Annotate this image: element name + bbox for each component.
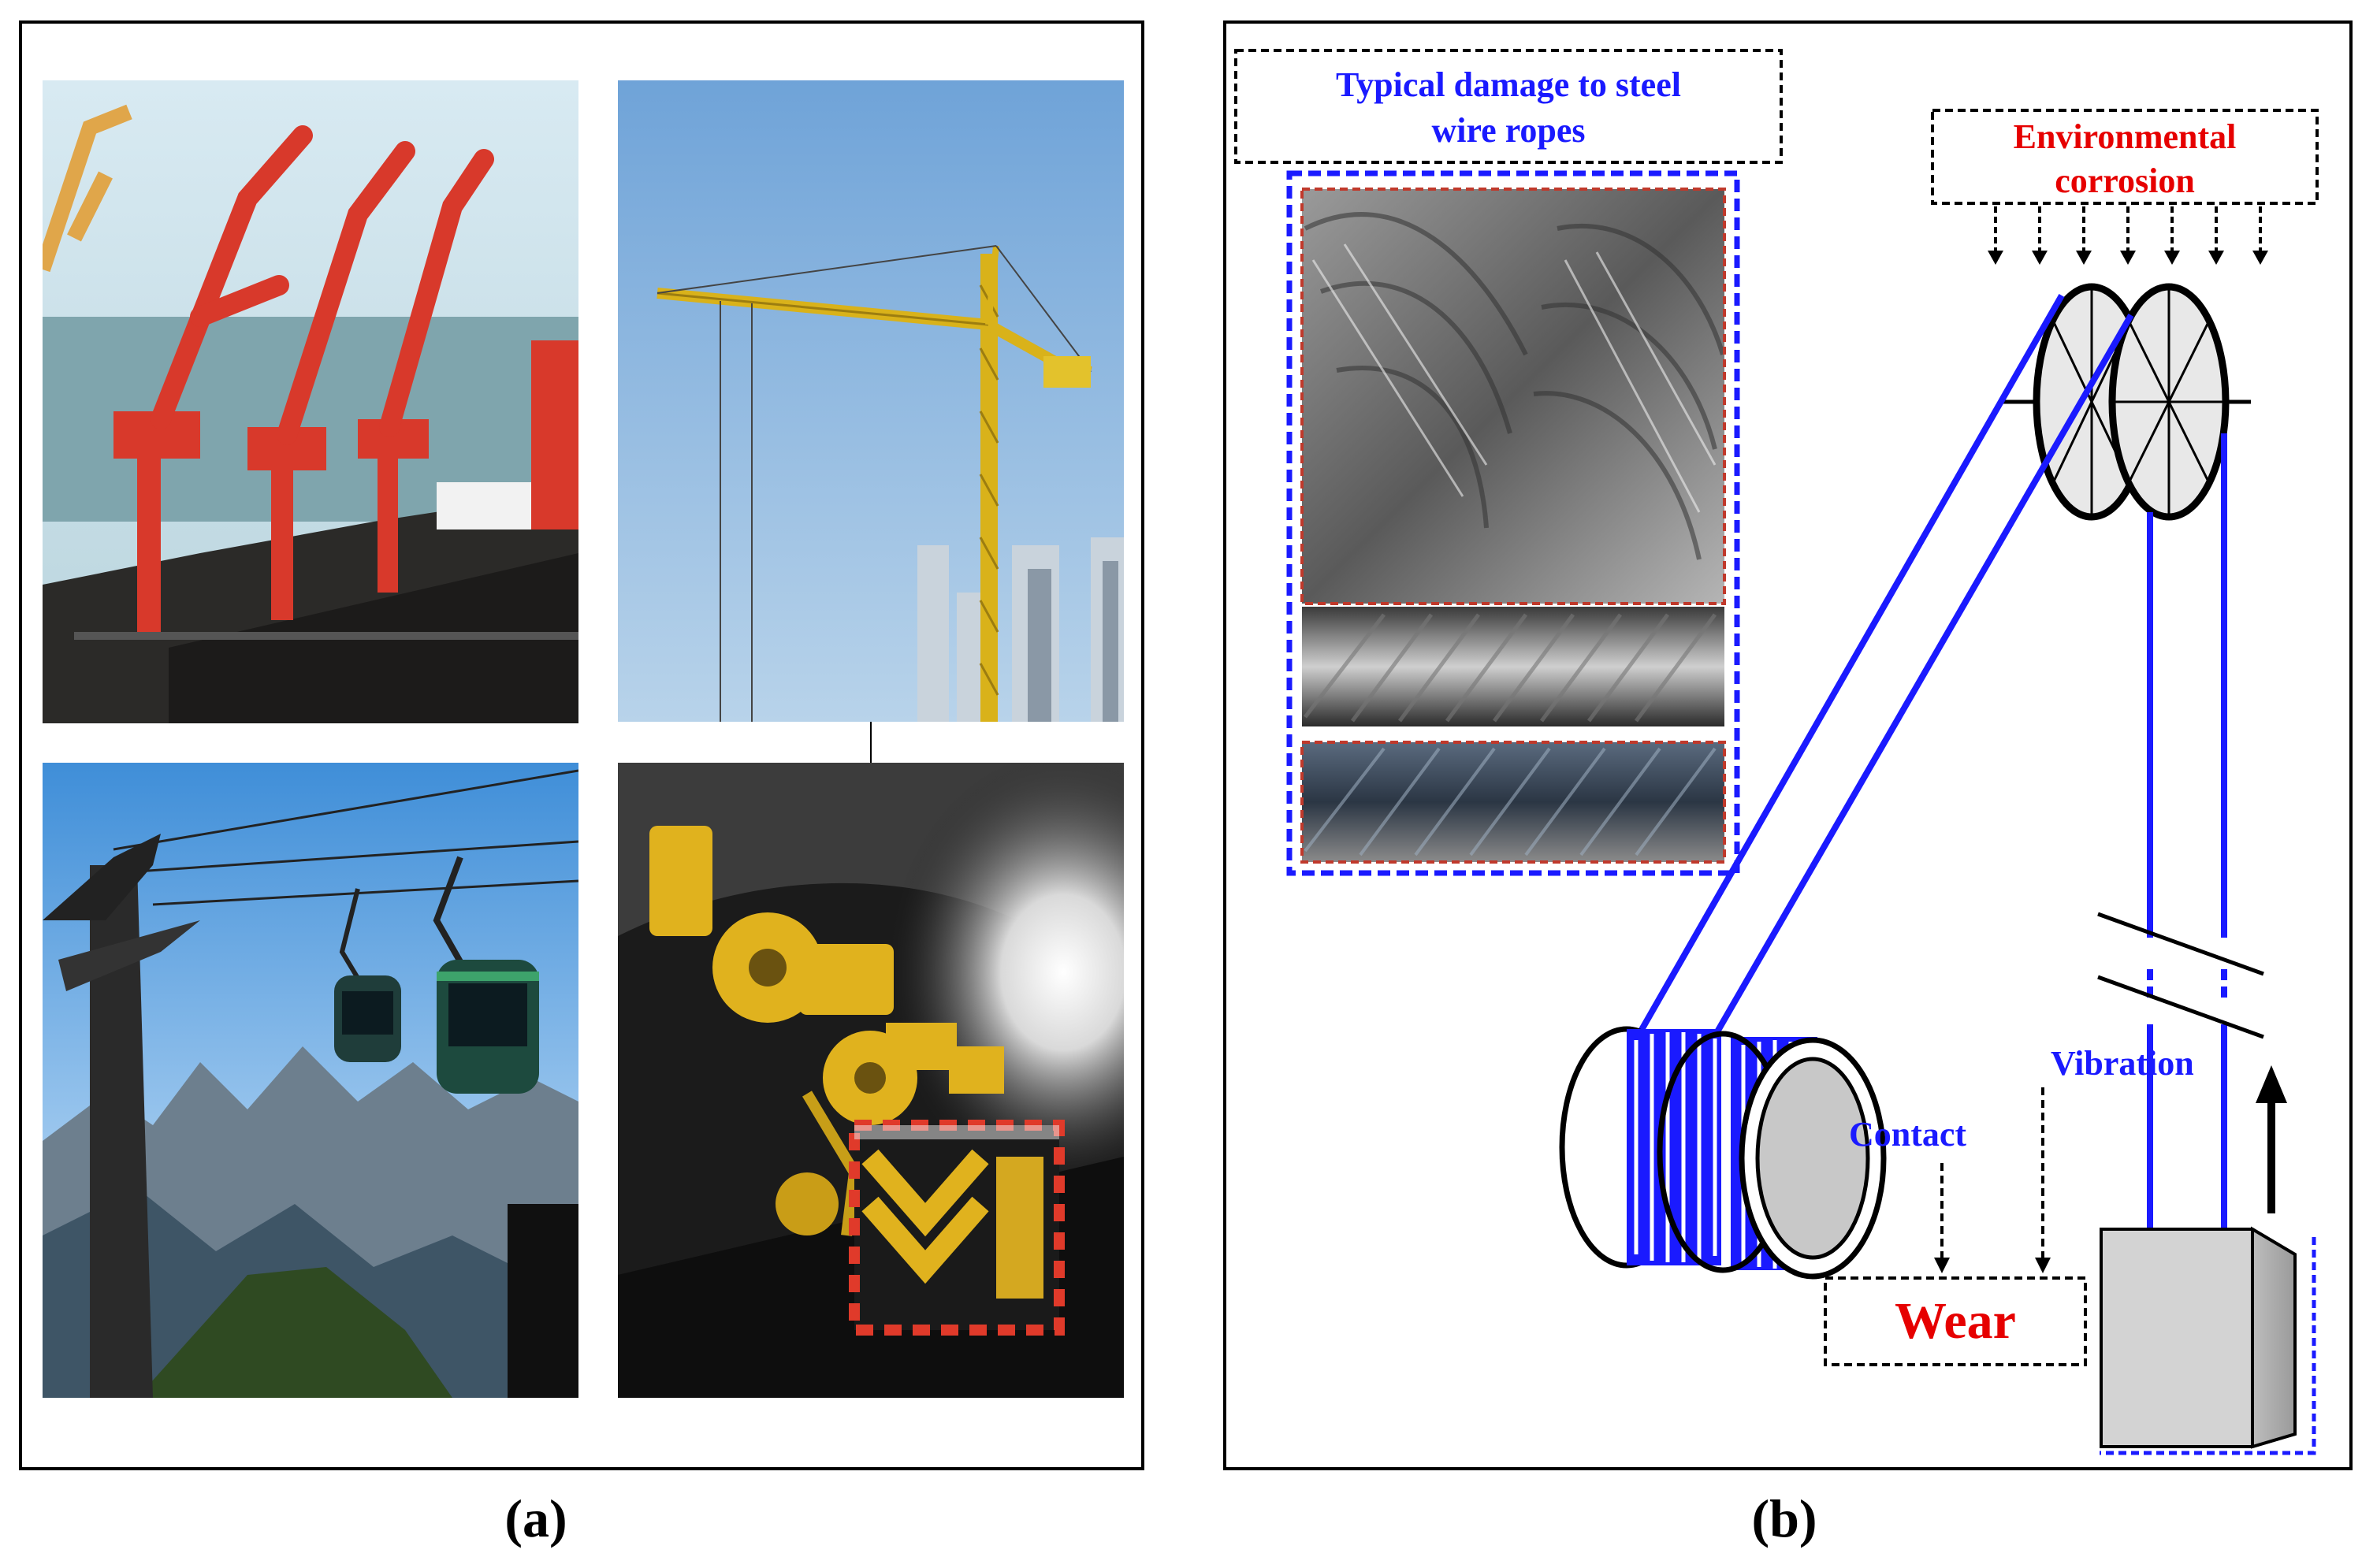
damage-images-frame (1286, 170, 1740, 876)
damage-title-line1: Typical damage to steel (1336, 65, 1681, 104)
wear-box (1824, 1276, 2087, 1366)
cable-car-photo (43, 763, 578, 1398)
connector-line (870, 722, 872, 763)
caption-b: (b) (1751, 1488, 1817, 1548)
port-cranes-photo (43, 80, 578, 723)
sheave-pulleys (1999, 283, 2251, 521)
break-marks (2097, 912, 2264, 1039)
panel-b: Typical damage to steel wire ropes (1223, 20, 2353, 1470)
env-line2: corrosion (2055, 162, 2195, 200)
damage-title-box (1234, 49, 1783, 164)
wear-arrows (1940, 1087, 2044, 1259)
corrosion-arrows (1994, 206, 2262, 252)
wear-label: Wear (1895, 1292, 2016, 1350)
tower-crane-photo (618, 80, 1124, 722)
damage-title-line2: wire ropes (1431, 111, 1585, 150)
vibration-label: Vibration (2051, 1044, 2194, 1083)
load-box (2100, 1226, 2297, 1449)
winding-drum (1559, 1026, 1887, 1280)
environment-box (1931, 109, 2319, 205)
rope-surface-wear-image (1302, 607, 1724, 726)
up-arrow (2256, 1065, 2287, 1213)
load-bracket (2100, 1237, 2316, 1455)
mine-hoist-photo (618, 763, 1124, 1398)
env-line1: Environmental (2014, 117, 2237, 156)
contact-label: Contact (1849, 1115, 1966, 1154)
panel-a (19, 20, 1144, 1470)
caption-a: (a) (504, 1488, 567, 1548)
rope-corrosion-image (1300, 741, 1726, 864)
wire-ropes (1624, 294, 2227, 1229)
rope-strand-broken-wires-image (1300, 188, 1726, 605)
